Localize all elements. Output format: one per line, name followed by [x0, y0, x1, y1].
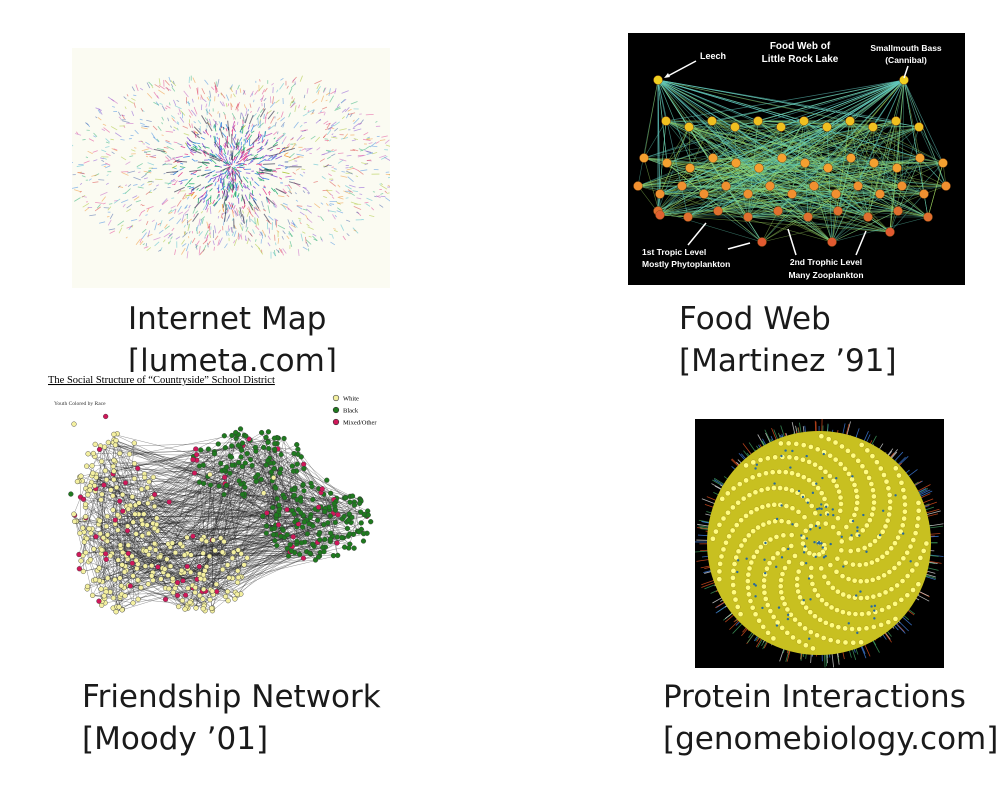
- bass-label-line1: Smallmouth Bass: [870, 43, 942, 53]
- legend-mixed-label: Mixed/Other: [343, 420, 377, 427]
- legend-white-swatch: [332, 394, 340, 402]
- bass-arrow: [903, 65, 909, 79]
- tropic1-arrow-a: [687, 222, 707, 246]
- protein-interactions-panel: [693, 418, 944, 668]
- internet-map-caption: Internet Map [lumeta.com]: [128, 298, 337, 382]
- leech-arrow-head: [664, 73, 670, 78]
- food-web-panel: Food Web of Little Rock Lake Leech Small…: [628, 33, 965, 285]
- friendship-network-source: [Moody ’01]: [82, 721, 269, 757]
- internet-map-title: Internet Map: [128, 301, 327, 337]
- food-web-caption: Food Web [Martinez ’91]: [679, 298, 897, 382]
- friendship-subtitle: Youth Colored by Race: [54, 401, 106, 407]
- tropic1-label-line2: Mostly Phytoplankton: [642, 259, 730, 269]
- tropic2-arrow-b: [855, 230, 867, 256]
- friendship-network-caption: Friendship Network [Moody ’01]: [82, 676, 381, 760]
- tropic2-label-line1: 2nd Trophic Level: [790, 257, 862, 267]
- tropic1-label-line1: 1st Tropic Level: [642, 247, 706, 257]
- friendship-title: The Social Structure of “Countryside” Sc…: [48, 375, 275, 386]
- tropic2-arrow-a: [787, 228, 797, 256]
- friendship-network-title: Friendship Network: [82, 679, 381, 715]
- legend-black-swatch: [332, 406, 340, 414]
- food-web-title-line1: Food Web of: [770, 41, 831, 52]
- legend-white-label: White: [343, 396, 359, 403]
- bass-label-line2: (Cannibal): [885, 55, 927, 65]
- friendship-network-panel: The Social Structure of “Countryside” Sc…: [46, 372, 392, 654]
- protein-interactions-caption: Protein Interactions [genomebiology.com]: [663, 676, 998, 760]
- protein-interactions-image: [693, 418, 944, 668]
- tropic2-label-line2: Many Zooplankton: [788, 270, 863, 280]
- legend-black-label: Black: [343, 408, 359, 415]
- food-web-title-line2: Little Rock Lake: [762, 54, 839, 65]
- tropic1-arrow-b: [727, 242, 751, 250]
- food-web-title: Food Web: [679, 301, 831, 337]
- internet-map-image: [67, 48, 397, 288]
- legend-mixed-swatch: [332, 418, 340, 426]
- friendship-network-image: The Social Structure of “Countryside” Sc…: [46, 372, 392, 654]
- protein-interactions-title: Protein Interactions: [663, 679, 966, 715]
- food-web-image: Food Web of Little Rock Lake Leech Small…: [628, 33, 965, 285]
- leech-label: Leech: [700, 51, 726, 61]
- internet-map-panel: [67, 48, 397, 288]
- food-web-source: [Martinez ’91]: [679, 343, 897, 379]
- leech-arrow: [665, 60, 697, 78]
- protein-interactions-source: [genomebiology.com]: [663, 721, 999, 757]
